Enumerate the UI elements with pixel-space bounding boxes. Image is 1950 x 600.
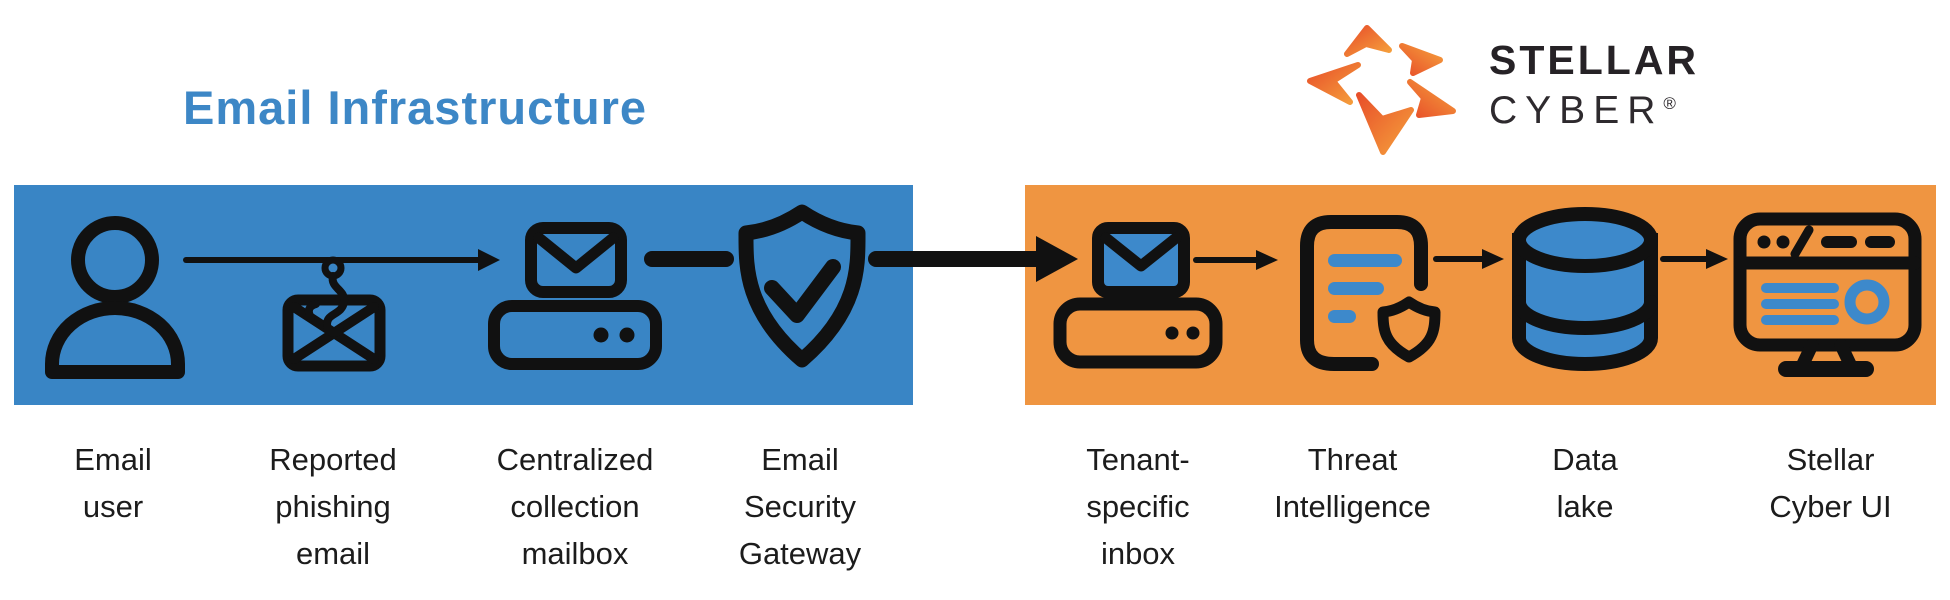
node-label-collection-mailbox: Centralized collection mailbox [496,442,654,571]
flow-arrow-ti-to-datalake [1433,249,1504,269]
phishing-email-icon [282,256,386,372]
node-label-tenant-inbox: Tenant- specific inbox [1086,442,1190,571]
threat-intelligence-icon [1300,215,1441,371]
stellar-cyber-wordmark: STELLAR CYBER® [1489,38,1699,133]
tenant-inbox-icon [1053,222,1223,369]
security-gateway-shield-icon [738,204,866,368]
logo-line-stellar: STELLAR [1489,37,1700,83]
node-label-stellar-cyber-ui: Stellar Cyber UI [1769,442,1892,524]
node-label-threat-intelligence: Threat Intelligence [1274,442,1431,524]
collection-mailbox-icon [488,222,662,370]
node-label-email-user: Email user [74,442,152,524]
flow-arrow-inbox-to-ti [1193,250,1278,270]
node-label-reported-phishing: Reported phishing email [269,442,397,571]
diagram-title: Email Infrastructure [183,81,648,134]
flow-arrow-datalake-to-ui [1660,249,1728,269]
stellar-cyber-ui-icon [1733,212,1922,377]
flow-arrow-gateway-to-inbox [868,236,1078,282]
registered-mark: ® [1663,94,1676,113]
user-icon [45,216,185,379]
stellar-cyber-star-icon [1307,25,1456,155]
logo-line-cyber: CYBER® [1489,89,1676,132]
node-label-security-gateway: Email Security Gateway [738,442,862,571]
node-label-data-lake: Data lake [1552,442,1618,524]
data-lake-icon [1512,207,1658,371]
